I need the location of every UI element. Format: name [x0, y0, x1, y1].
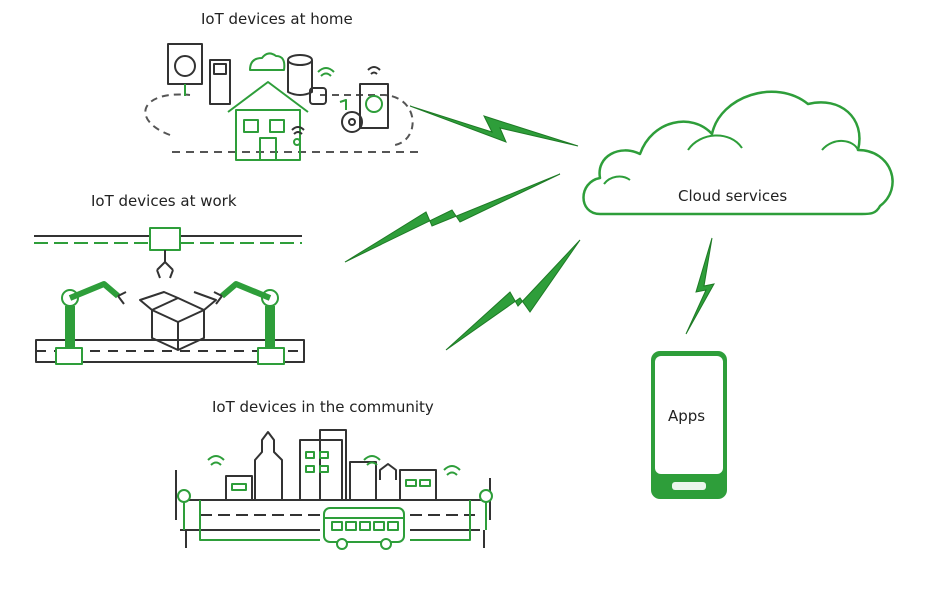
cloud-icon — [582, 90, 894, 216]
smartphone-icon — [651, 351, 727, 499]
cloud-label: Cloud services — [678, 187, 788, 205]
work-scene — [34, 227, 305, 365]
cloud-inner-icon — [603, 134, 859, 185]
home-scene — [144, 43, 420, 161]
lightning-bolt-icon — [344, 173, 561, 263]
apps-label: Apps — [668, 407, 706, 425]
community-label: IoT devices in the community — [212, 398, 434, 416]
community-scene — [175, 429, 493, 550]
work-label: IoT devices at work — [91, 192, 237, 210]
lightning-bolt-icon — [409, 105, 579, 147]
home-label: IoT devices at home — [201, 10, 353, 28]
lightning-bolt-icon — [685, 237, 715, 335]
lightning-bolt-icon — [445, 239, 581, 351]
